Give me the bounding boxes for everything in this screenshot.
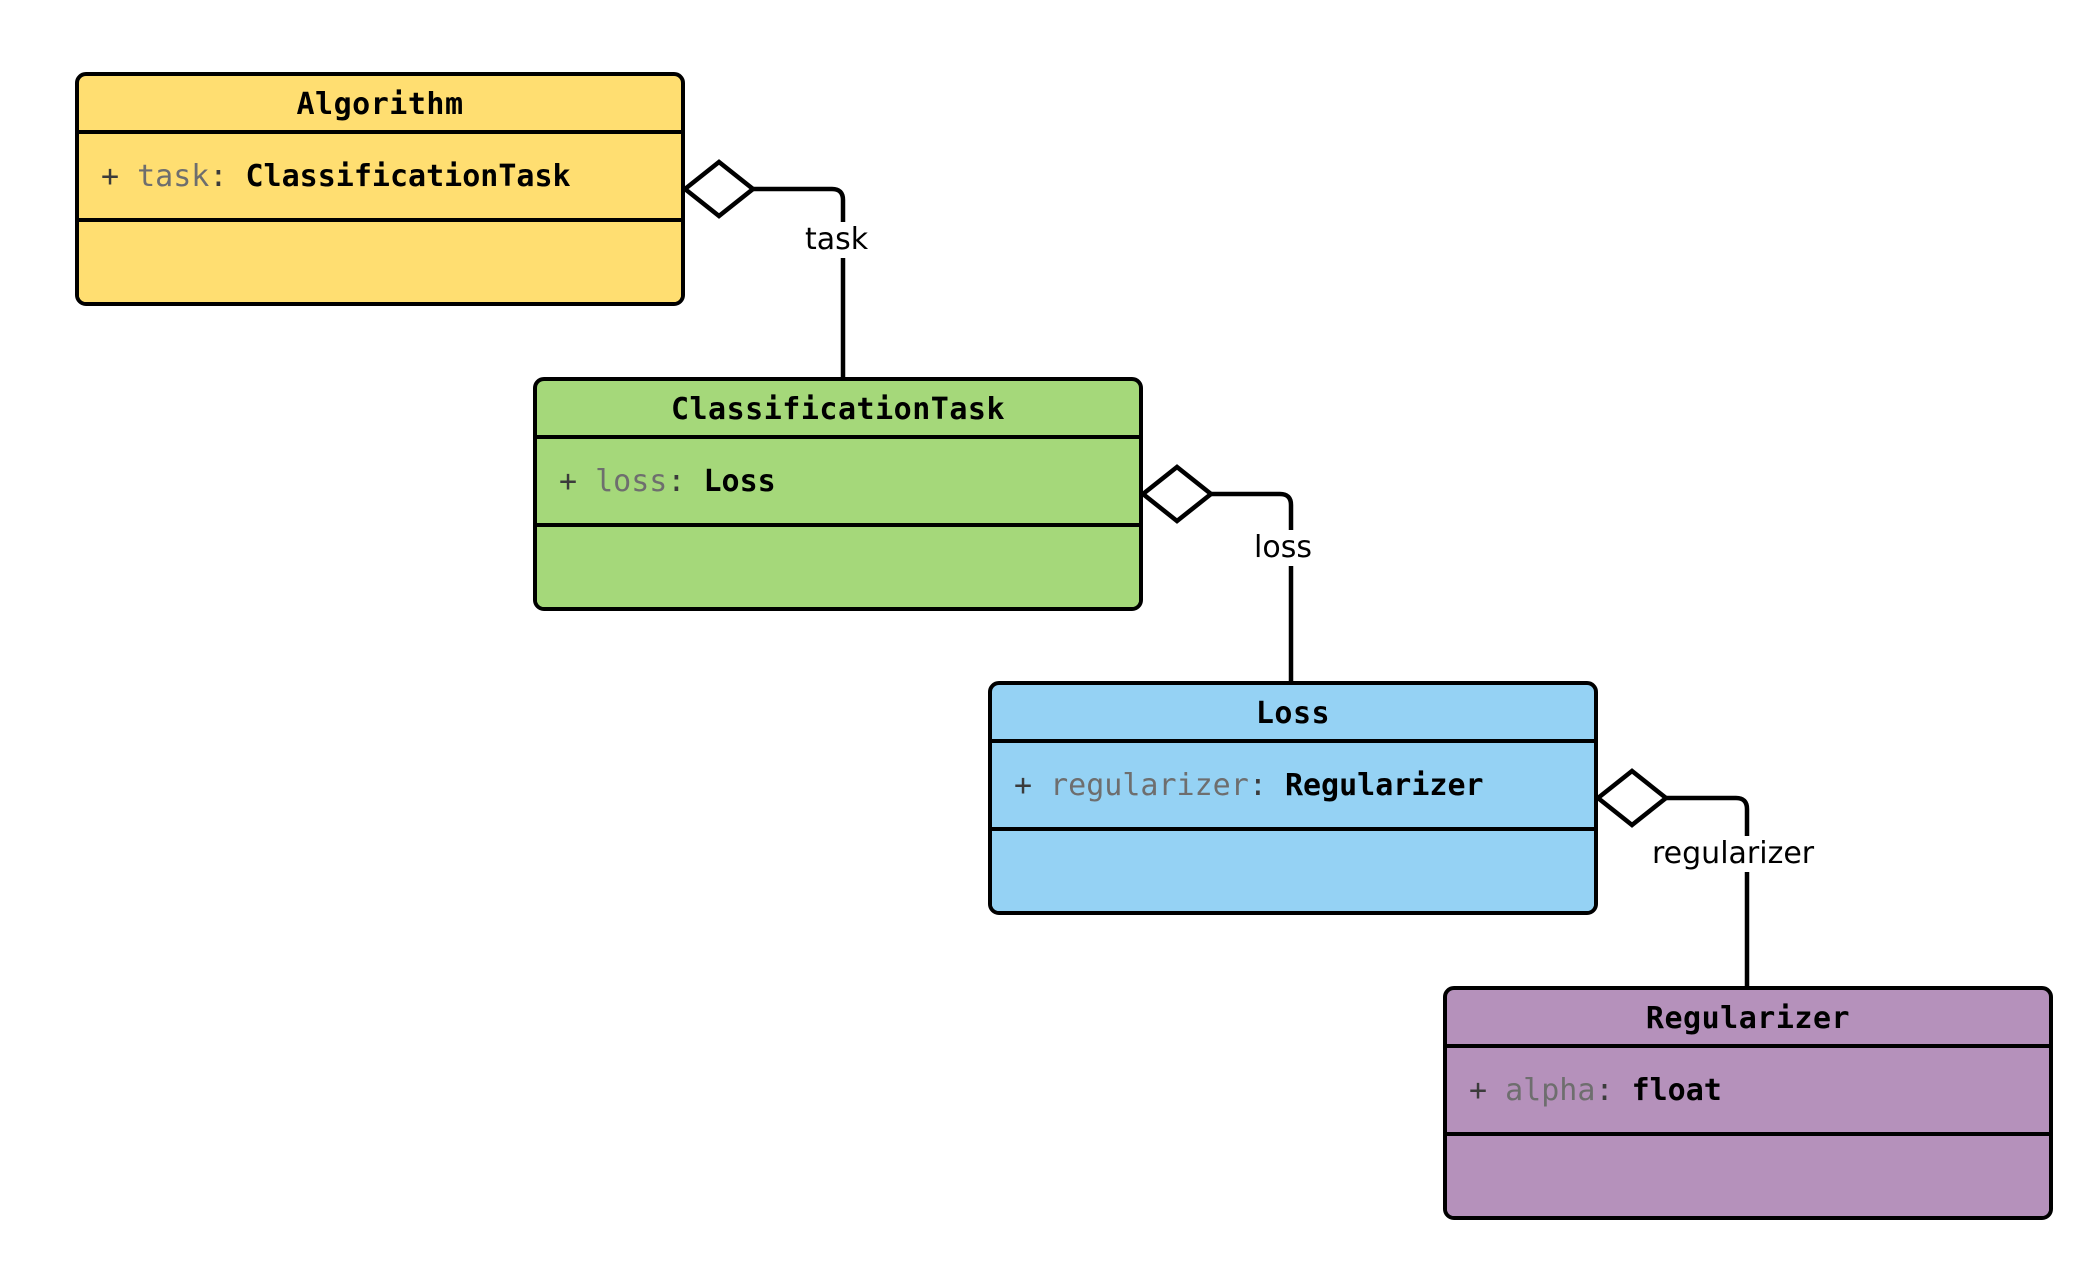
attribute-visibility: + — [559, 463, 578, 499]
class-box-classification-task[interactable]: ClassificationTask + loss: Loss — [533, 377, 1143, 611]
attribute-name: loss — [595, 463, 668, 499]
attribute-compartment-loss: + regularizer: Regularizer — [992, 743, 1594, 831]
attribute-separator: : — [209, 158, 228, 194]
attribute-type: ClassificationTask — [245, 158, 571, 194]
relationship-label-task: task — [800, 222, 874, 258]
attribute-row: + loss: Loss — [559, 464, 776, 499]
aggregation-diamond-regularizer — [1594, 768, 1670, 828]
class-name-algorithm: Algorithm — [79, 76, 681, 134]
attribute-type: Regularizer — [1284, 767, 1484, 803]
attribute-type: float — [1631, 1072, 1722, 1108]
class-box-regularizer[interactable]: Regularizer + alpha: float — [1443, 986, 2053, 1220]
attribute-separator: : — [1595, 1072, 1614, 1108]
attribute-separator: : — [667, 463, 686, 499]
attribute-visibility: + — [1014, 767, 1033, 803]
attribute-name: task — [137, 158, 210, 194]
relationship-loss — [1139, 464, 1294, 681]
class-name-classification-task: ClassificationTask — [537, 381, 1139, 439]
attribute-compartment-classification-task: + loss: Loss — [537, 439, 1139, 527]
class-box-loss[interactable]: Loss + regularizer: Regularizer — [988, 681, 1598, 915]
method-compartment-classification-task — [537, 527, 1139, 607]
attribute-row: + alpha: float — [1469, 1073, 1722, 1108]
method-compartment-regularizer — [1447, 1136, 2049, 1216]
attribute-compartment-algorithm: + task: ClassificationTask — [79, 134, 681, 222]
attribute-type: Loss — [703, 463, 776, 499]
attribute-visibility: + — [1469, 1072, 1488, 1108]
attribute-row: + task: ClassificationTask — [101, 159, 571, 194]
attribute-separator: : — [1248, 767, 1267, 803]
method-compartment-algorithm — [79, 222, 681, 302]
relationship-label-regularizer: regularizer — [1647, 836, 1820, 872]
attribute-compartment-regularizer: + alpha: float — [1447, 1048, 2049, 1136]
relationship-regularizer — [1594, 768, 1750, 986]
class-name-regularizer: Regularizer — [1447, 990, 2049, 1048]
attribute-name: alpha — [1505, 1072, 1596, 1108]
class-name-loss: Loss — [992, 685, 1594, 743]
aggregation-diamond-loss — [1139, 464, 1215, 524]
relationship-task — [681, 159, 846, 377]
aggregation-diamond-task — [681, 159, 757, 219]
relationship-label-loss: loss — [1249, 530, 1317, 566]
attribute-row: + regularizer: Regularizer — [1014, 768, 1484, 803]
class-box-algorithm[interactable]: Algorithm + task: ClassificationTask — [75, 72, 685, 306]
method-compartment-loss — [992, 831, 1594, 911]
attribute-visibility: + — [101, 158, 120, 194]
attribute-name: regularizer — [1050, 767, 1249, 803]
